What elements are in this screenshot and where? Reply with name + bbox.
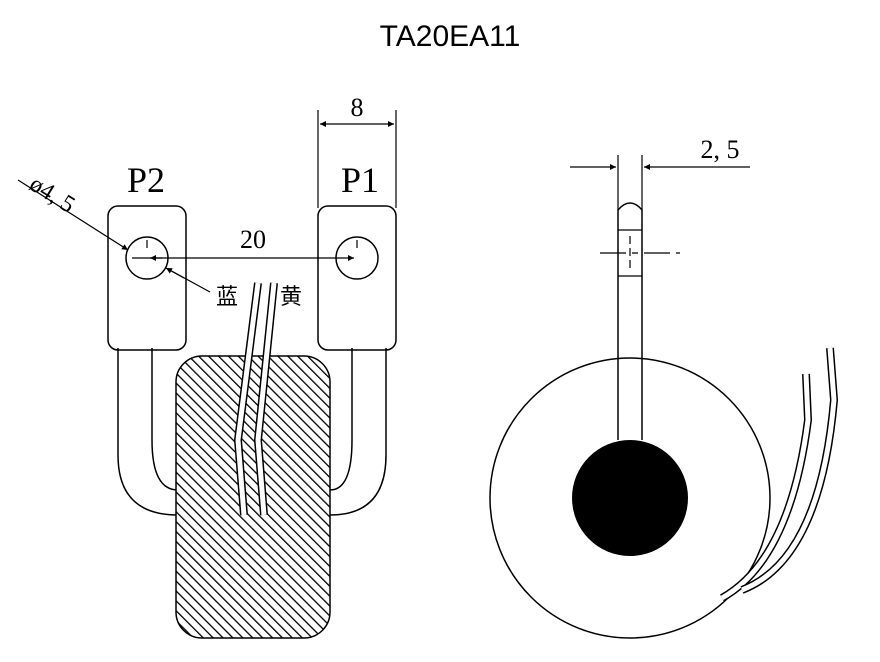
dim-thickness: 2, 5 [701,135,740,164]
u-conductor-right [329,348,387,516]
u-conductor-inner-left [151,348,179,491]
side-view: 2, 5 [489,135,839,639]
label-p1: P1 [341,160,379,200]
drawing-title: TA20EA11 [380,20,521,53]
lead-wires-front [233,282,278,516]
dim-terminal-width: 8 [351,93,364,122]
front-view: 8 20 ø4, 5 P2 P1 蓝 黄 [17,93,397,639]
dim-hole-diameter: ø4, 5 [25,171,79,218]
u-conductor [117,348,180,516]
dim-hole-leader-in [17,179,129,251]
side-outer-ring [489,357,771,639]
u-conductor-inner-right [329,348,353,491]
lead-wires-side [720,347,839,602]
terminal-p2 [107,205,187,351]
dim-hole-arrow-out [165,267,185,279]
label-p2: P2 [127,160,165,200]
label-wire-blue: 蓝 [216,284,238,309]
side-core [572,440,688,556]
terminal-p1 [317,205,397,351]
label-wire-yellow: 黄 [280,284,302,309]
dim-terminal-spacing: 20 [240,225,266,254]
core-hatched [175,355,331,639]
